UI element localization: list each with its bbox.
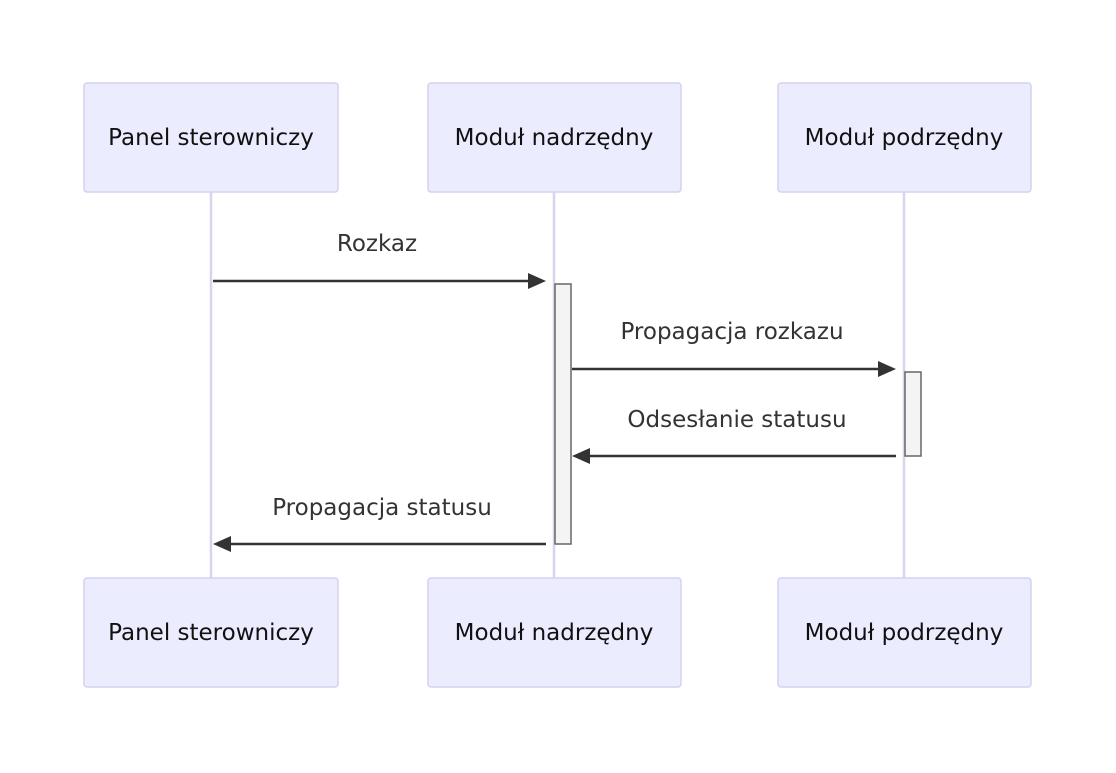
message-label: Odsesłanie statusu bbox=[627, 407, 846, 433]
actor-top-panel: Panel sterowniczy bbox=[83, 82, 339, 193]
message-rozkaz: Rozkaz bbox=[213, 231, 546, 289]
actor-bottom-panel: Panel sterowniczy bbox=[83, 577, 339, 688]
message-propagacja-statusu: Propagacja statusu bbox=[213, 495, 546, 552]
arrow-left-icon bbox=[572, 448, 590, 464]
activation-master bbox=[554, 283, 572, 545]
actor-label: Panel sterowniczy bbox=[108, 125, 314, 151]
actor-label: Moduł nadrzędny bbox=[455, 125, 654, 151]
actor-label: Moduł podrzędny bbox=[805, 125, 1004, 151]
message-label: Propagacja rozkazu bbox=[620, 319, 843, 345]
arrow-right-icon bbox=[528, 273, 546, 289]
actor-label: Panel sterowniczy bbox=[108, 620, 314, 646]
message-propagacja-rozkazu: Propagacja rozkazu bbox=[572, 319, 896, 377]
arrow-right-icon bbox=[878, 361, 896, 377]
actor-label: Moduł nadrzędny bbox=[455, 620, 654, 646]
arrow-left-icon bbox=[213, 536, 231, 552]
actor-top-master: Moduł nadrzędny bbox=[427, 82, 682, 193]
actor-label: Moduł podrzędny bbox=[805, 620, 1004, 646]
message-odseslanie-statusu: Odsesłanie statusu bbox=[572, 407, 896, 464]
message-label: Propagacja statusu bbox=[272, 495, 492, 521]
actor-bottom-slave: Moduł podrzędny bbox=[777, 577, 1032, 688]
activation-slave bbox=[904, 371, 922, 457]
message-label: Rozkaz bbox=[337, 231, 417, 257]
actor-top-slave: Moduł podrzędny bbox=[777, 82, 1032, 193]
actor-bottom-master: Moduł nadrzędny bbox=[427, 577, 682, 688]
